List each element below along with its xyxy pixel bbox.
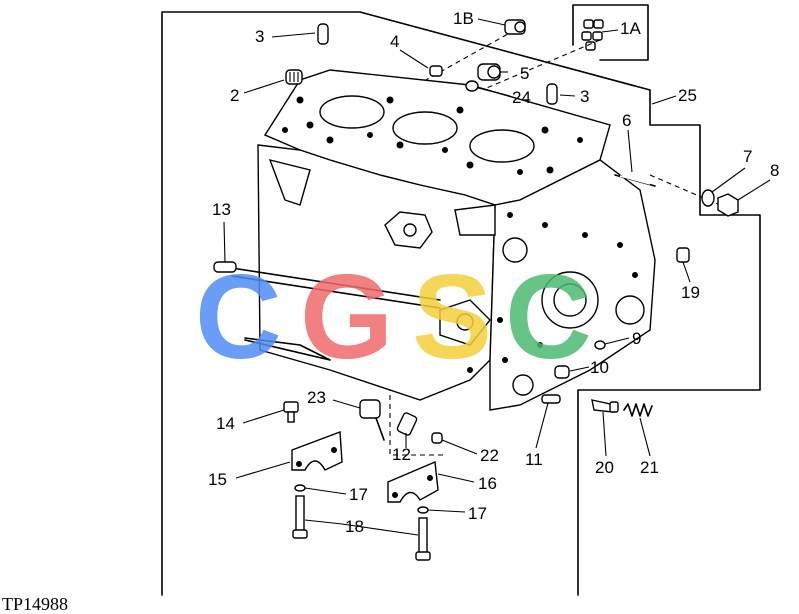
plug-5-icon — [477, 63, 501, 81]
plug-19-icon — [676, 247, 690, 263]
stud-6-icon — [614, 174, 656, 187]
pin-11-icon — [541, 394, 561, 404]
clip-set-1a-icon — [581, 19, 604, 51]
cap-bolt-18-right-icon — [415, 517, 431, 561]
plug-4-icon — [429, 65, 443, 77]
callout-15: 15 — [208, 470, 227, 489]
watermark: C G S C — [195, 250, 592, 384]
callout-19: 19 — [681, 283, 700, 302]
callout-10: 10 — [590, 358, 609, 377]
plug-1b-icon — [504, 19, 526, 35]
figure-id-label: TP14988 — [2, 594, 68, 614]
callout-12: 12 — [392, 445, 411, 464]
callouts: 1A 1B 2 3 3 4 5 6 7 8 9 10 11 12 13 14 1… — [208, 9, 779, 536]
nut-8-icon — [717, 193, 739, 217]
dowel-pin-3-top-icon — [317, 23, 329, 45]
callout-24: 24 — [512, 88, 531, 107]
callout-25: 25 — [678, 86, 697, 105]
bearing-cap-16-icon — [387, 460, 439, 503]
o-ring-24-icon — [465, 80, 479, 92]
callout-22: 22 — [480, 446, 499, 465]
callout-14: 14 — [216, 414, 235, 433]
callout-17-right: 17 — [468, 504, 487, 523]
fitting-12-icon — [396, 412, 418, 436]
callout-9: 9 — [632, 329, 641, 348]
callout-2: 2 — [230, 86, 239, 105]
parts — [213, 19, 739, 561]
callout-20: 20 — [595, 458, 614, 477]
washer-17-right-icon — [417, 506, 429, 514]
plug-9-icon — [594, 340, 606, 350]
watermark-letter-c1: C — [195, 250, 282, 384]
callout-1a: 1A — [620, 19, 641, 38]
cylinder-bore-3 — [469, 129, 535, 163]
callout-1b: 1B — [453, 9, 474, 28]
cap-bolt-18-left-icon — [292, 495, 308, 539]
callout-21: 21 — [640, 458, 659, 477]
callout-3-right: 3 — [580, 87, 589, 106]
cylinder-bore-2 — [392, 111, 458, 145]
plug-2-icon — [285, 69, 303, 85]
cylinder-bore-1 — [319, 95, 385, 129]
callout-16: 16 — [478, 474, 497, 493]
inset-box-1a — [572, 4, 649, 61]
callout-23: 23 — [307, 388, 326, 407]
cylinder-block — [231, 69, 656, 411]
washer-7-icon — [701, 189, 715, 207]
callout-11: 11 — [525, 450, 543, 469]
bearing-cap-15-icon — [291, 431, 343, 471]
callout-5: 5 — [520, 64, 529, 83]
callout-13: 13 — [212, 200, 231, 219]
washer-17-left-icon — [294, 484, 306, 492]
piston-cooling-nozzle-23-icon — [359, 399, 385, 441]
figure-frame — [161, 11, 761, 596]
callout-6: 6 — [622, 111, 631, 130]
watermark-letter-c2: C — [505, 250, 592, 384]
plug-10-icon — [554, 365, 570, 379]
callout-17-left: 17 — [349, 485, 368, 504]
watermark-letter-g: G — [300, 250, 393, 384]
watermark-letter-s: S — [412, 250, 492, 384]
callout-3-top: 3 — [255, 27, 264, 46]
leader-lines — [223, 18, 771, 536]
dowel-pin-3-right-icon — [546, 83, 558, 105]
callout-4: 4 — [390, 32, 399, 51]
valve-20-icon — [591, 399, 619, 413]
callout-7: 7 — [743, 147, 752, 166]
dowel-22-icon — [431, 432, 443, 444]
callout-18: 18 — [345, 517, 364, 536]
bolt-14-icon — [283, 401, 299, 423]
callout-8: 8 — [770, 161, 779, 180]
spring-21-icon — [623, 403, 653, 417]
